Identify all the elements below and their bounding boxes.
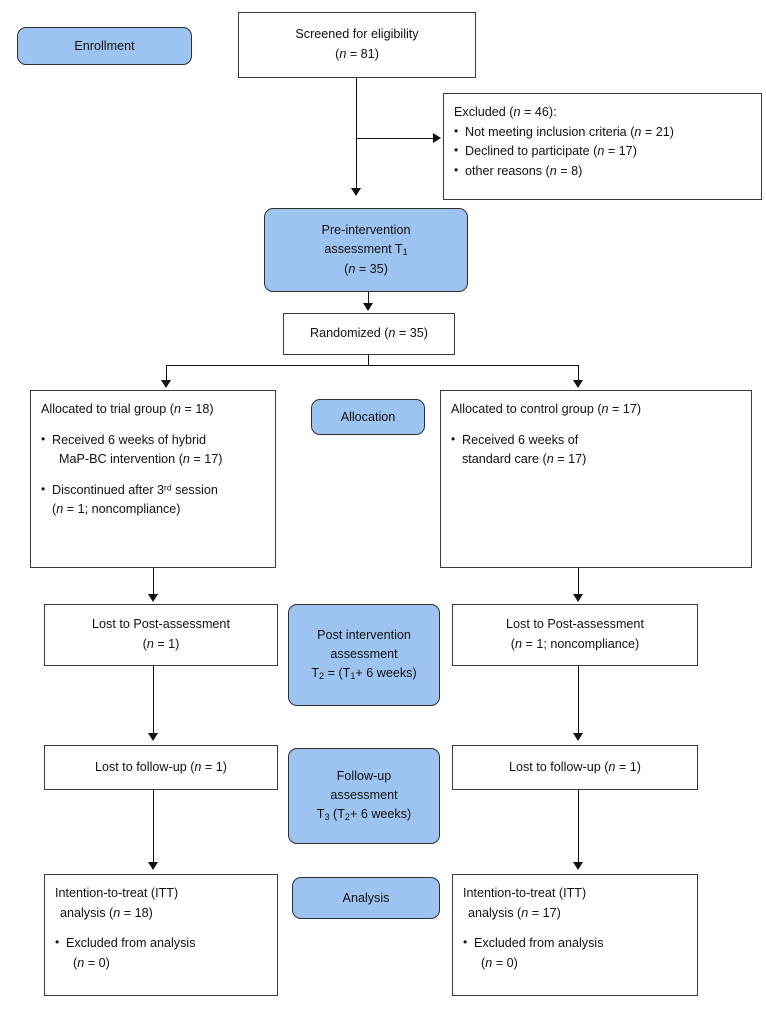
control-group-bullet-1-cont: standard care (n = 17) <box>462 452 587 467</box>
trial-group-bullet-1: Received 6 weeks of hybrid <box>41 430 206 451</box>
excluded-item: Declined to participate (n = 17) <box>454 141 637 162</box>
connector-followup-to-itt-left <box>153 790 154 864</box>
screened-title: Screened for eligibility <box>295 27 419 42</box>
itt-left-title-1: Intention-to-treat (ITT) <box>55 886 179 900</box>
lost-post-left-count: (n = 1) <box>142 637 180 651</box>
box-excluded: Excluded (n = 46): Not meeting inclusion… <box>443 93 762 200</box>
box-itt-analysis-trial: Intention-to-treat (ITT) analysis (n = 1… <box>44 874 278 996</box>
lost-post-right-count: (n = 1; noncompliance) <box>510 637 640 651</box>
box-followup-assessment: Follow-up assessment T3 (T2+ 6 weeks) <box>288 748 440 844</box>
followup-line2: assessment <box>330 788 398 803</box>
arrowhead-to-randomized <box>363 303 373 311</box>
box-itt-analysis-control: Intention-to-treat (ITT) analysis (n = 1… <box>452 874 698 996</box>
lost-post-right-title: Lost to Post-assessment <box>506 617 644 632</box>
itt-left-bullet: Excluded from analysis <box>55 933 196 954</box>
connector-randomized-split <box>166 365 578 366</box>
trial-group-bullet-2-cont: (n = 1; noncompliance) <box>52 502 181 517</box>
box-allocated-trial-group: Allocated to trial group (n = 18) Receiv… <box>30 390 276 568</box>
stage-label-allocation: Allocation <box>311 399 425 435</box>
control-group-title: Allocated to control group (n = 17) <box>451 402 642 416</box>
trial-group-title: Allocated to trial group (n = 18) <box>41 402 214 416</box>
arrowhead-itt-right <box>573 862 583 870</box>
arrowhead-to-trial-group <box>161 380 171 388</box>
box-lost-post-assessment-control: Lost to Post-assessment (n = 1; noncompl… <box>452 604 698 666</box>
box-screened-for-eligibility: Screened for eligibility (n = 81) <box>238 12 476 78</box>
excluded-item: Not meeting inclusion criteria (n = 21) <box>454 122 674 143</box>
connector-lostpost-to-followup-left <box>153 666 154 735</box>
box-post-intervention-assessment: Post intervention assessment T2 = (T1+ 6… <box>288 604 440 706</box>
post-intervention-line1: Post intervention <box>317 628 411 643</box>
connector-screened-down <box>356 78 357 191</box>
connector-randomized-left <box>166 365 167 382</box>
itt-right-bullet-cont: (n = 0) <box>481 955 518 970</box>
post-intervention-line2: assessment <box>330 647 398 662</box>
connector-trial-to-lostpost <box>153 568 154 596</box>
arrowhead-screened-down <box>351 188 361 196</box>
stage-label-allocation-text: Allocation <box>340 409 396 424</box>
post-intervention-timepoint: T2 = (T1+ 6 weeks) <box>311 666 417 682</box>
box-lost-followup-control: Lost to follow-up (n = 1) <box>452 745 698 790</box>
arrowhead-trial-to-lostpost <box>148 594 158 602</box>
box-lost-followup-trial: Lost to follow-up (n = 1) <box>44 745 278 790</box>
arrowhead-control-to-lostpost <box>573 594 583 602</box>
pre-intervention-line2: assessment T1 <box>324 242 408 258</box>
arrowhead-followup-left <box>148 733 158 741</box>
itt-right-bullet: Excluded from analysis <box>463 933 604 954</box>
stage-label-analysis: Analysis <box>292 877 440 919</box>
trial-group-bullet-2: Discontinued after 3rd session <box>41 480 218 501</box>
stage-label-analysis-text: Analysis <box>342 890 390 905</box>
connector-control-to-lostpost <box>578 568 579 596</box>
box-randomized: Randomized (n = 35) <box>283 313 455 355</box>
followup-line1: Follow-up <box>336 769 392 784</box>
connector-lostpost-to-followup-right <box>578 666 579 735</box>
connector-screened-to-excluded <box>356 138 434 139</box>
lost-followup-left-text: Lost to follow-up (n = 1) <box>95 759 227 774</box>
connector-followup-to-itt-right <box>578 790 579 864</box>
box-pre-intervention-assessment: Pre-intervention assessment T1 (n = 35) <box>264 208 468 292</box>
arrowhead-to-control-group <box>573 380 583 388</box>
itt-right-title-2: analysis (n = 17) <box>468 905 561 920</box>
itt-left-title-2: analysis (n = 18) <box>60 905 153 920</box>
excluded-item: other reasons (n = 8) <box>454 161 582 182</box>
stage-label-enrollment: Enrollment <box>17 27 192 65</box>
randomized-text: Randomized (n = 35) <box>310 326 428 341</box>
pre-intervention-line1: Pre-intervention <box>321 223 411 238</box>
connector-preassessment-to-randomized <box>368 292 369 305</box>
itt-left-bullet-cont: (n = 0) <box>73 955 110 970</box>
trial-group-bullet-1-cont: MaP-BC intervention (n = 17) <box>59 452 223 467</box>
followup-timepoint: T3 (T2+ 6 weeks) <box>316 807 412 823</box>
connector-randomized-stem <box>368 355 369 366</box>
arrowhead-itt-left <box>148 862 158 870</box>
screened-count: (n = 81) <box>335 47 379 61</box>
lost-post-left-title: Lost to Post-assessment <box>92 617 230 632</box>
arrowhead-to-excluded <box>433 133 441 143</box>
control-group-bullet-1: Received 6 weeks of <box>451 430 578 451</box>
connector-randomized-right <box>578 365 579 382</box>
box-allocated-control-group: Allocated to control group (n = 17) Rece… <box>440 390 752 568</box>
pre-intervention-count: (n = 35) <box>344 261 388 276</box>
itt-right-title-1: Intention-to-treat (ITT) <box>463 886 587 900</box>
arrowhead-followup-right <box>573 733 583 741</box>
lost-followup-right-text: Lost to follow-up (n = 1) <box>509 759 641 774</box>
excluded-heading: Excluded (n = 46): <box>454 105 557 119</box>
box-lost-post-assessment-trial: Lost to Post-assessment (n = 1) <box>44 604 278 666</box>
stage-label-enrollment-text: Enrollment <box>74 38 135 53</box>
